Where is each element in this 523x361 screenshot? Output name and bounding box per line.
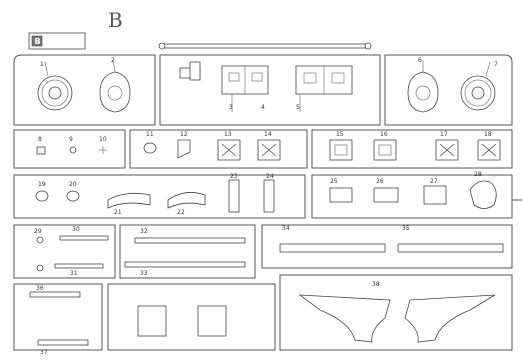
part-label-12: 12 xyxy=(180,131,188,138)
part-label-7: 7 xyxy=(494,61,498,68)
part-label-37: 37 xyxy=(40,349,48,356)
row5-parts-left xyxy=(29,291,89,346)
part-label-1: 1 xyxy=(40,61,44,68)
part-label-13: 13 xyxy=(224,131,232,138)
part-4-box xyxy=(295,65,353,95)
row2-parts-right xyxy=(329,139,501,161)
part-label-11: 11 xyxy=(146,131,154,138)
part-label-3: 3 xyxy=(229,104,233,111)
part-label-36: 36 xyxy=(36,285,44,292)
row5-parts-mid xyxy=(137,305,227,337)
part-label-35: 35 xyxy=(402,225,410,232)
part-label-28: 28 xyxy=(474,171,482,178)
top-rod xyxy=(158,42,372,50)
part-label-31: 31 xyxy=(70,270,78,277)
part-label-33: 33 xyxy=(140,270,148,277)
part-label-25: 25 xyxy=(330,178,338,185)
row4-parts-right xyxy=(279,243,504,253)
part-3-box xyxy=(179,61,269,95)
part-label-2: 2 xyxy=(111,57,115,64)
handwritten-letter: B xyxy=(108,8,123,32)
part-label-22: 22 xyxy=(177,209,185,216)
part-label-20: 20 xyxy=(69,181,77,188)
row5-parts-right xyxy=(298,294,496,343)
part-label-23: 23 xyxy=(230,173,238,180)
part-label-32: 32 xyxy=(140,228,148,235)
part-label-29: 29 xyxy=(34,228,42,235)
part-label-26: 26 xyxy=(376,178,384,185)
part-label-9: 9 xyxy=(69,136,73,143)
row2-parts-mid xyxy=(143,139,281,161)
part-label-21: 21 xyxy=(114,209,122,216)
row2-parts-left xyxy=(36,146,107,155)
sprue-frame xyxy=(13,54,522,351)
part-label-8: 8 xyxy=(38,136,42,143)
part-label-27: 27 xyxy=(430,178,438,185)
part-label-19: 19 xyxy=(38,181,46,188)
part-label-14: 14 xyxy=(264,131,272,138)
row1-connectors xyxy=(231,94,301,112)
part-label-30: 30 xyxy=(72,226,80,233)
sprue-tag-label: B xyxy=(35,37,41,46)
part-7-sprocket xyxy=(460,61,496,111)
part-label-38: 38 xyxy=(372,281,380,288)
part-label-24: 24 xyxy=(266,173,274,180)
part-label-16: 16 xyxy=(380,131,388,138)
part-label-5: 5 xyxy=(296,104,300,111)
part-label-18: 18 xyxy=(484,131,492,138)
part-label-10: 10 xyxy=(99,136,107,143)
row4-parts-left xyxy=(36,235,109,272)
part-label-15: 15 xyxy=(336,131,344,138)
row4-parts-mid xyxy=(124,237,246,268)
part-2-drum xyxy=(99,59,131,113)
part-label-17: 17 xyxy=(440,131,448,138)
row3-parts-mid xyxy=(228,179,275,213)
row3-parts-left xyxy=(35,190,206,209)
sprue-tag: B xyxy=(28,32,86,50)
part-label-4: 4 xyxy=(261,104,265,111)
part-label-6: 6 xyxy=(418,57,422,64)
part-label-34: 34 xyxy=(282,225,290,232)
part-1-sprocket xyxy=(37,61,73,111)
row3-parts-right xyxy=(329,180,497,209)
part-6-drum xyxy=(407,60,439,113)
